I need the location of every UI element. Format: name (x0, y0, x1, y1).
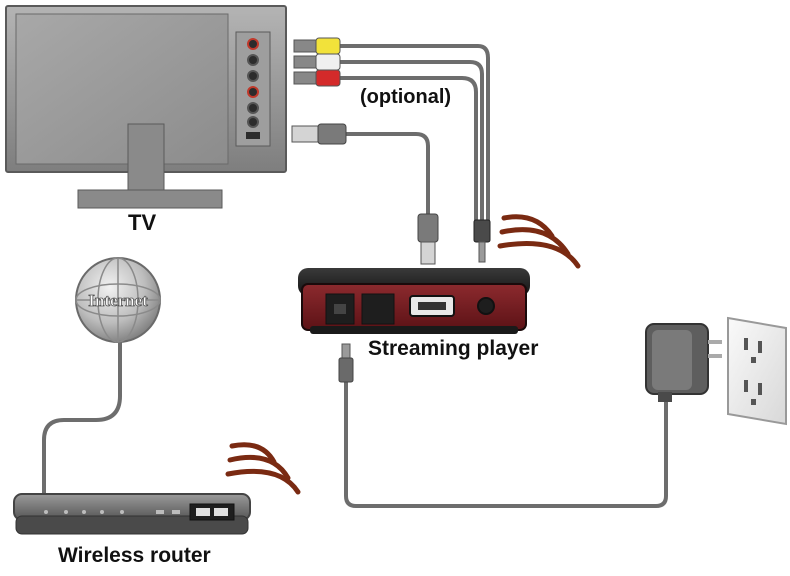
tv (5, 5, 287, 209)
optional-label: (optional) (360, 86, 452, 108)
power-plug-player (338, 343, 354, 383)
streaming-player-label: Streaming player (368, 337, 539, 360)
ethernet-port (361, 293, 395, 325)
wall-outlet (727, 316, 787, 426)
streaming-player (298, 268, 530, 334)
rca-plugs (293, 37, 341, 87)
cables (42, 44, 668, 508)
wireless-router (13, 493, 251, 535)
tv-neck (127, 123, 165, 191)
tv-ports (246, 38, 260, 139)
tv-base (77, 189, 223, 209)
internet-globe-icon: Internet (75, 257, 161, 343)
usb-plug-tv (291, 123, 347, 145)
wireless-router-label: Wireless router (58, 544, 211, 567)
usb-cable (344, 132, 430, 216)
power-port (325, 293, 355, 325)
player-wifi-waves (497, 214, 581, 269)
router-wifi-waves (225, 442, 301, 495)
player-base (310, 326, 518, 334)
internet-cable (42, 340, 122, 496)
tv-label: TV (128, 210, 157, 235)
audio-plug-player (473, 219, 491, 263)
rca-cable-yellow (338, 44, 490, 222)
usb-plug-player (417, 213, 439, 265)
power-cable (344, 378, 668, 508)
rca-cable-white (338, 60, 484, 222)
power-adapter (645, 323, 722, 402)
globe-label: Internet (88, 291, 148, 310)
av-port (477, 297, 495, 315)
tv-screen (15, 13, 229, 165)
rca-cable-red (338, 76, 478, 222)
